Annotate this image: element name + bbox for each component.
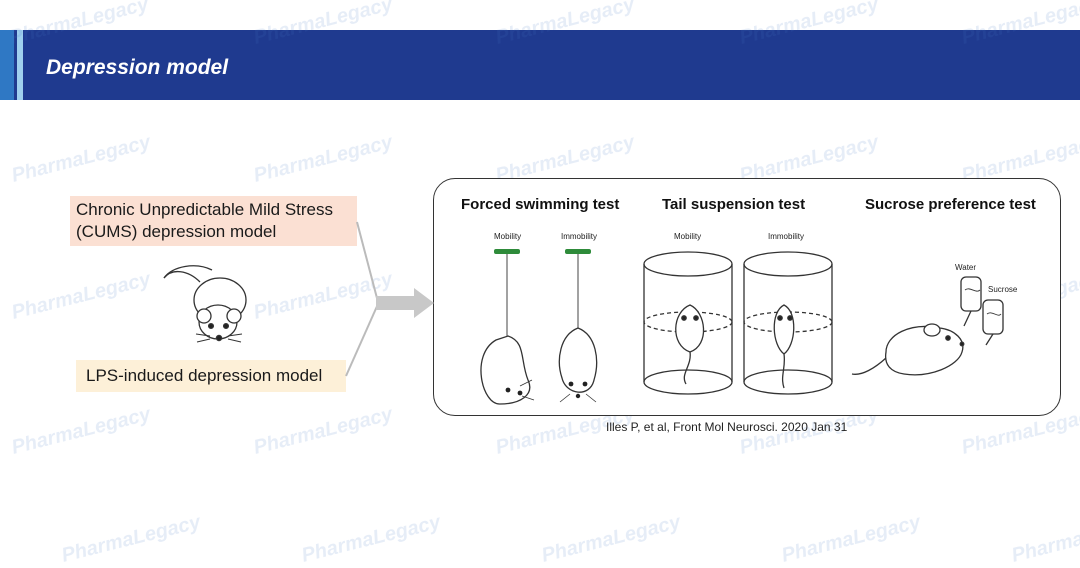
tst-immobility-label: Immobility — [768, 232, 805, 241]
spt-water-label: Water — [955, 263, 977, 272]
connector-arrow — [345, 221, 434, 377]
citation: Illes P, et al, Front Mol Neurosci. 2020… — [606, 420, 848, 434]
tst-illustration — [643, 251, 833, 395]
tst-mobility-label: Mobility — [674, 232, 702, 241]
fst-illustration — [480, 249, 598, 405]
spt-title: Sucrose preference test — [865, 196, 1036, 213]
spt-illustration — [851, 276, 1004, 376]
cums-model-box: Chronic Unpredictable Mild Stress (CUMS)… — [70, 196, 357, 246]
fst-mobility-label: Mobility — [494, 232, 522, 241]
lps-model-box: LPS-induced depression model — [76, 360, 346, 392]
cums-model-label-line1: Chronic Unpredictable Mild Stress — [76, 200, 333, 219]
header-accent-stripe-light — [17, 30, 23, 100]
header-bar — [0, 30, 1080, 100]
diagram-illustrations — [163, 221, 1004, 405]
behavior-tests-panel — [433, 178, 1061, 416]
cums-model-label-line2: (CUMS) depression model — [76, 222, 277, 241]
header-accent-stripe — [0, 30, 14, 100]
mouse-icon — [163, 265, 247, 343]
spt-sucrose-label: Sucrose — [988, 285, 1018, 294]
lps-model-label: LPS-induced depression model — [86, 366, 323, 385]
fst-immobility-label: Immobility — [561, 232, 598, 241]
tst-title: Tail suspension test — [662, 196, 806, 213]
page-title: Depression model — [46, 56, 229, 79]
fst-title: Forced swimming test — [461, 196, 620, 213]
